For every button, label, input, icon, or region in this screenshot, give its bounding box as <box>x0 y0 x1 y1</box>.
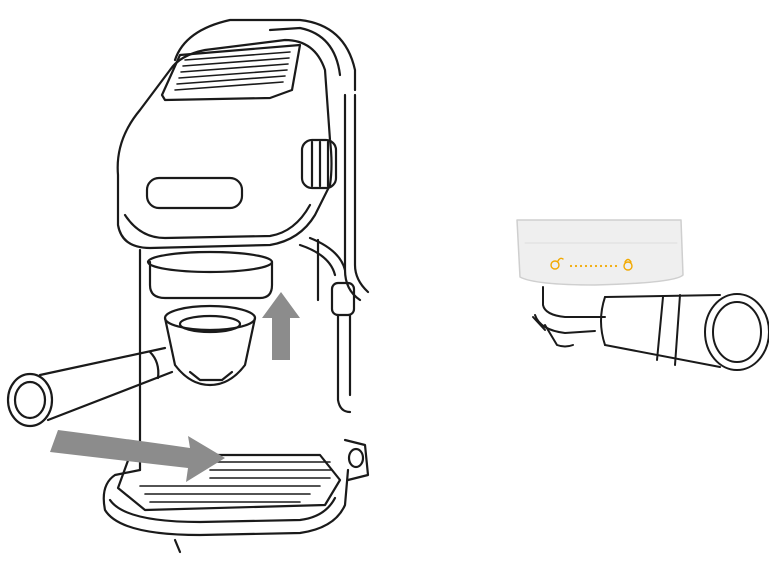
lift-filter-up-arrow <box>262 292 300 360</box>
rotate-handle-right-arrow <box>50 430 225 482</box>
portafilter-handle <box>8 348 172 426</box>
brew-group <box>148 252 272 298</box>
portafilter-basket <box>165 306 255 385</box>
filter-holder <box>533 287 605 347</box>
display-window <box>147 178 242 208</box>
portafilter-handle-detail <box>601 294 769 370</box>
tray-grate <box>140 462 332 502</box>
group-head-band <box>517 220 683 285</box>
portafilter-lock-detail-illustration <box>505 205 769 385</box>
espresso-machine-illustration <box>0 0 420 569</box>
vent-grille <box>175 52 290 90</box>
machine-head <box>118 40 336 248</box>
